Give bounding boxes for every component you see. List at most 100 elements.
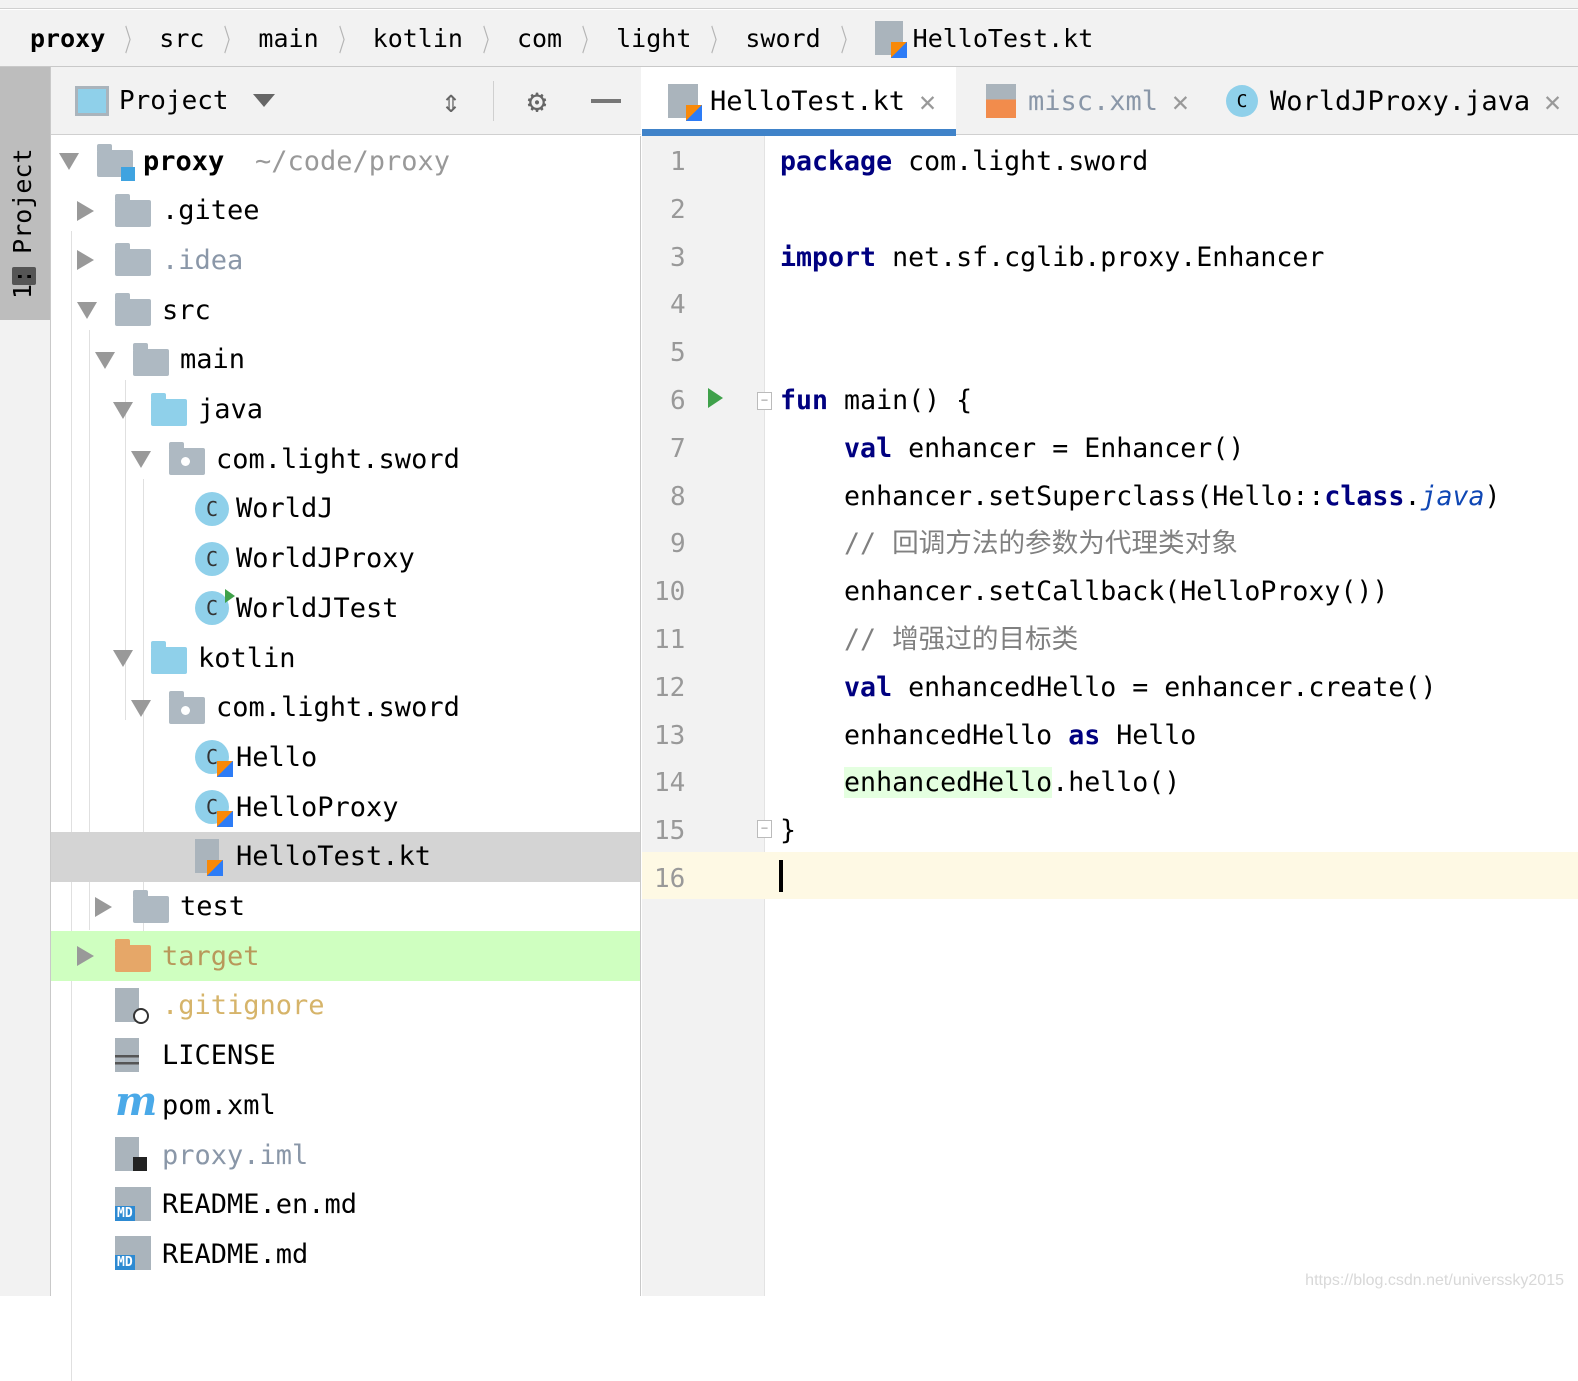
fold-marker-icon[interactable]: − <box>757 820 772 838</box>
tree-item[interactable]: java <box>51 385 640 435</box>
line-number: 3 <box>670 242 686 273</box>
folder-icon <box>151 392 187 426</box>
code-token: Hello <box>1100 719 1197 751</box>
breadcrumb-label: sword <box>745 23 821 53</box>
collapse-all-icon[interactable]: ⇕ <box>441 82 461 120</box>
code-token <box>780 672 844 703</box>
package-icon <box>169 690 205 724</box>
tab-misc-xml[interactable]: misc.xml✕ <box>960 67 1200 135</box>
tree-item[interactable]: .idea <box>51 235 640 285</box>
breadcrumb-label: kotlin <box>372 23 463 53</box>
chevron-down-icon[interactable] <box>77 302 97 320</box>
breadcrumb-item[interactable]: sword〉 <box>745 16 874 60</box>
tree-item[interactable]: .gitee <box>51 186 640 236</box>
chevron-down-icon[interactable] <box>131 451 151 469</box>
comment: // 回调方法的参数为代理类对象 <box>780 528 1238 560</box>
tool-window-stripe: 1: Project <box>0 67 51 1296</box>
close-icon[interactable]: ✕ <box>1544 84 1561 118</box>
line-number: 16 <box>654 864 686 894</box>
keyword: val <box>844 671 893 703</box>
gear-icon[interactable]: ⚙ <box>527 82 547 120</box>
chevron-right-icon[interactable] <box>77 946 94 967</box>
breadcrumb: proxy〉src〉main〉kotlin〉com〉light〉sword〉He… <box>0 10 1578 67</box>
java-class-icon: C <box>195 491 229 526</box>
project-view-selector[interactable]: Project <box>119 85 229 116</box>
chevron-right-icon[interactable] <box>77 250 94 271</box>
tab-hellotest-kt[interactable]: HelloTest.kt ✕ <box>642 67 956 136</box>
tree-item-label: java <box>198 394 264 425</box>
chevron-down-icon[interactable] <box>131 699 151 717</box>
close-icon[interactable]: ✕ <box>1172 84 1189 118</box>
tree-item-label: com.light.sword <box>216 443 460 475</box>
tree-item[interactable]: kotlin <box>51 633 640 683</box>
run-icon[interactable] <box>708 388 723 408</box>
kotlin-badge <box>890 42 907 58</box>
chevron-down-icon[interactable] <box>113 650 133 667</box>
breadcrumb-item[interactable]: light〉 <box>616 16 745 60</box>
tree-item-label: .idea <box>162 244 244 276</box>
kotlin-badge <box>207 859 223 876</box>
fold-marker-icon[interactable]: − <box>757 392 772 410</box>
tree-item[interactable]: test <box>51 882 640 932</box>
keyword: class <box>1324 480 1405 512</box>
tree-item[interactable]: main <box>51 335 640 385</box>
line-number: 13 <box>654 720 686 751</box>
breadcrumb-item[interactable]: com〉 <box>517 16 616 60</box>
breadcrumb-item[interactable]: kotlin〉 <box>373 16 517 60</box>
folder-icon <box>12 267 36 285</box>
code-token: main() { <box>828 385 973 416</box>
ignored-badge <box>133 1007 149 1024</box>
tree-item[interactable]: com.light.sword <box>51 683 640 733</box>
chevron-down-icon[interactable] <box>113 401 133 419</box>
chevron-down-icon[interactable] <box>95 351 115 369</box>
java-class-runnable-icon: C <box>195 589 235 626</box>
close-icon[interactable]: ✕ <box>919 84 936 118</box>
module-badge <box>121 167 135 181</box>
tree-item[interactable]: proxy.iml <box>51 1130 640 1180</box>
watermark: https://blog.csdn.net/universsky2015 <box>1305 1272 1564 1289</box>
project-tool-window-button[interactable]: 1: Project <box>0 67 50 320</box>
iml-file-icon <box>115 1137 147 1171</box>
chevron-down-icon[interactable] <box>59 153 79 170</box>
chevron-down-icon[interactable] <box>252 94 275 107</box>
kotlin-file-icon <box>195 838 223 876</box>
chevron-right-icon[interactable] <box>95 896 112 917</box>
folder-icon <box>115 293 151 327</box>
tree-item[interactable]: com.light.sword <box>51 434 640 484</box>
breadcrumb-item[interactable]: main〉 <box>258 16 372 60</box>
code-token: net.sf.cglib.proxy.Enhancer <box>876 241 1325 273</box>
code-token: enhancer = Enhancer() <box>892 432 1245 464</box>
tree-item-label: pom.xml <box>162 1089 276 1121</box>
chevron-right-icon[interactable] <box>77 200 94 221</box>
tree-item[interactable]: src <box>51 285 640 335</box>
tree-item-label: src <box>162 294 211 326</box>
breadcrumb-item[interactable]: HelloTest.kt <box>874 21 1093 58</box>
breadcrumb-item[interactable]: proxy〉 <box>30 16 159 60</box>
tree-item[interactable]: LICENSE <box>51 1031 640 1081</box>
line-number: 9 <box>670 529 686 560</box>
tab-label: HelloTest.kt <box>710 85 906 117</box>
folder-icon <box>115 193 151 227</box>
tree-item[interactable]: proxy~/code/proxy <box>51 136 640 186</box>
breadcrumb-item[interactable]: src〉 <box>159 16 258 60</box>
code-line: // 回调方法的参数为代理类对象 <box>780 520 1238 568</box>
class-letter: C <box>205 745 219 770</box>
tree-item[interactable]: .gitignore <box>51 981 640 1031</box>
class-letter: C <box>205 546 219 571</box>
tree-item-label: LICENSE <box>162 1040 276 1072</box>
minimize-icon[interactable] <box>589 67 623 135</box>
tree-item[interactable]: HelloTest.kt <box>51 831 640 882</box>
tree-item[interactable]: target <box>51 931 640 982</box>
code-token: .hello() <box>1052 767 1181 799</box>
tree-item-label: com.light.sword <box>216 692 460 724</box>
